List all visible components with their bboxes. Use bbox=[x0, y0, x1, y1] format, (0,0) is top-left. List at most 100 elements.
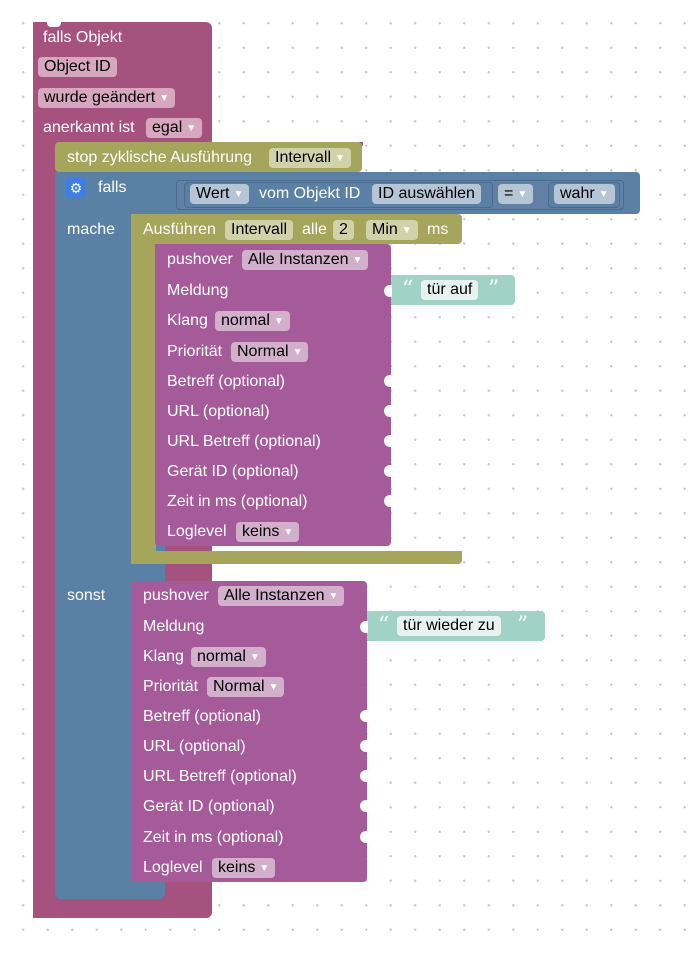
interval-name-field[interactable]: Intervall bbox=[225, 220, 294, 240]
chevron-down-icon: ▼ bbox=[598, 189, 609, 200]
input-socket bbox=[360, 621, 368, 633]
pushover-then-priority-value: Normal bbox=[237, 343, 289, 360]
ack-dropdown-label: egal bbox=[152, 119, 183, 136]
input-socket bbox=[384, 495, 392, 507]
pushover-then-device-label: Gerät ID (optional) bbox=[167, 463, 299, 480]
chevron-down-icon: ▼ bbox=[233, 189, 244, 200]
event-title: falls Objekt bbox=[43, 29, 123, 46]
of-object-label: vom Objekt ID bbox=[259, 185, 361, 202]
pushover-else-loglevel-dropdown[interactable]: keins▼ bbox=[212, 858, 276, 878]
input-socket bbox=[360, 800, 368, 812]
pushover-then-instance-dropdown[interactable]: Alle Instanzen▼ bbox=[242, 250, 369, 270]
input-socket bbox=[360, 710, 368, 722]
pushover-then-sound-label-value: normal bbox=[221, 312, 270, 329]
pushover-else-sound-dropdown[interactable]: normal▼ bbox=[191, 647, 266, 667]
chevron-down-icon: ▼ bbox=[249, 652, 260, 663]
chevron-down-icon: ▼ bbox=[159, 93, 170, 104]
stop-interval-dropdown[interactable]: Intervall▼ bbox=[269, 148, 351, 168]
input-socket bbox=[384, 465, 392, 477]
trigger-dropdown[interactable]: wurde geändert▼ bbox=[38, 88, 176, 108]
quote-open-icon: “ bbox=[378, 613, 390, 638]
chevron-down-icon: ▼ bbox=[292, 347, 303, 358]
pushover-else-device-label: Gerät ID (optional) bbox=[143, 798, 275, 815]
pushover-then-message-label: Meldung bbox=[167, 282, 229, 299]
pushover-then-sound-label: Klang bbox=[167, 312, 208, 329]
pushover-else-time-label: Zeit in ms (optional) bbox=[143, 829, 284, 846]
pushover-else-title: pushover bbox=[143, 587, 209, 604]
interval-unit-dropdown-label: Min bbox=[372, 221, 398, 238]
compare-dropdown[interactable]: wahr▼ bbox=[554, 184, 615, 204]
pushover-else-loglevel-label: Loglevel bbox=[143, 859, 203, 876]
trigger-dropdown-label: wurde geändert bbox=[44, 89, 156, 106]
pushover-then-time-label: Zeit in ms (optional) bbox=[167, 493, 308, 510]
pushover-else-url-label: URL (optional) bbox=[143, 738, 246, 755]
input-socket bbox=[360, 770, 368, 782]
stop-label: stop zyklische Ausführung bbox=[67, 149, 252, 166]
pushover-else-instance-dropdown[interactable]: Alle Instanzen▼ bbox=[218, 586, 345, 606]
chevron-down-icon: ▼ bbox=[517, 189, 528, 200]
pushover-then-title: pushover bbox=[167, 251, 233, 268]
chevron-down-icon: ▼ bbox=[259, 863, 270, 874]
connector-tab bbox=[47, 22, 61, 27]
pushover-else-priority-value: Normal bbox=[213, 678, 265, 695]
pushover-else-block[interactable] bbox=[131, 581, 367, 882]
else-label: sonst bbox=[67, 587, 106, 604]
connector-tab bbox=[47, 913, 61, 918]
pushover-then-url-title-label: URL Betreff (optional) bbox=[167, 433, 321, 450]
pushover-else-url-title-label: URL Betreff (optional) bbox=[143, 768, 297, 785]
pushover-then-loglevel-label: Loglevel bbox=[167, 523, 227, 540]
quote-open-icon: “ bbox=[402, 277, 414, 302]
quote-close-icon: ” bbox=[488, 277, 500, 302]
stop-interval-dropdown-label: Intervall bbox=[275, 149, 332, 166]
chevron-down-icon: ▼ bbox=[283, 527, 294, 538]
interval-unit-dropdown[interactable]: Min▼ bbox=[366, 220, 418, 240]
interval-every-label: alle bbox=[302, 221, 327, 238]
chevron-down-icon: ▼ bbox=[352, 255, 363, 266]
pushover-else-sound-label: Klang bbox=[143, 648, 184, 665]
pushover-else-subject-label: Betreff (optional) bbox=[143, 708, 261, 725]
event-block-bottom-bar bbox=[33, 905, 212, 918]
interval-ms-label: ms bbox=[427, 221, 449, 238]
pushover-else-priority-label: Priorität bbox=[143, 678, 199, 695]
operator-dropdown[interactable]: =▼ bbox=[498, 184, 534, 204]
select-id-button[interactable]: ID auswählen bbox=[372, 184, 481, 204]
gear-icon[interactable]: ⚙ bbox=[66, 178, 86, 198]
interval-label: Ausführen bbox=[143, 221, 216, 238]
input-socket bbox=[384, 435, 392, 447]
ack-dropdown[interactable]: egal▼ bbox=[146, 118, 203, 138]
pushover-then-loglevel-dropdown[interactable]: keins▼ bbox=[236, 522, 300, 542]
text-else-field[interactable]: tür wieder zu bbox=[397, 616, 501, 636]
pushover-else-sound-value: normal bbox=[197, 648, 246, 665]
pushover-then-block[interactable] bbox=[155, 244, 391, 546]
pushover-else-instance-label: Alle Instanzen bbox=[224, 587, 325, 604]
chevron-down-icon: ▼ bbox=[186, 123, 197, 134]
event-block-body bbox=[33, 22, 53, 918]
input-socket bbox=[384, 405, 392, 417]
do-label: mache bbox=[67, 221, 116, 238]
input-socket bbox=[360, 831, 368, 843]
if-label: falls bbox=[98, 179, 127, 196]
pushover-then-priority-dropdown[interactable]: Normal▼ bbox=[231, 342, 309, 362]
chevron-down-icon: ▼ bbox=[328, 591, 339, 602]
pushover-then-instance-label: Alle Instanzen bbox=[248, 251, 349, 268]
value-type-dropdown[interactable]: Wert▼ bbox=[190, 184, 250, 204]
object-id-field[interactable]: Object ID bbox=[38, 57, 117, 77]
compare-dropdown-label: wahr bbox=[560, 185, 595, 202]
chevron-down-icon: ▼ bbox=[335, 153, 345, 164]
pushover-then-sound-dropdown[interactable]: normal▼ bbox=[215, 311, 290, 331]
value-type-dropdown-label: Wert bbox=[196, 185, 230, 202]
pushover-then-url-label: URL (optional) bbox=[167, 403, 270, 420]
interval-block-bottom bbox=[131, 551, 462, 564]
connector-tab bbox=[69, 894, 83, 899]
ack-label: anerkannt ist bbox=[43, 119, 135, 136]
pushover-then-priority-label: Priorität bbox=[167, 343, 223, 360]
quote-close-icon: ” bbox=[517, 613, 529, 638]
text-then-field[interactable]: tür auf bbox=[421, 280, 479, 300]
pushover-then-subject-label: Betreff (optional) bbox=[167, 373, 285, 390]
interval-amount-field[interactable]: 2 bbox=[333, 220, 354, 240]
operator-dropdown-label: = bbox=[504, 185, 514, 202]
chevron-down-icon: ▼ bbox=[401, 225, 412, 236]
pushover-else-priority-dropdown[interactable]: Normal▼ bbox=[207, 677, 285, 697]
chevron-down-icon: ▼ bbox=[268, 682, 279, 693]
pushover-then-loglevel-value: keins bbox=[242, 523, 280, 540]
